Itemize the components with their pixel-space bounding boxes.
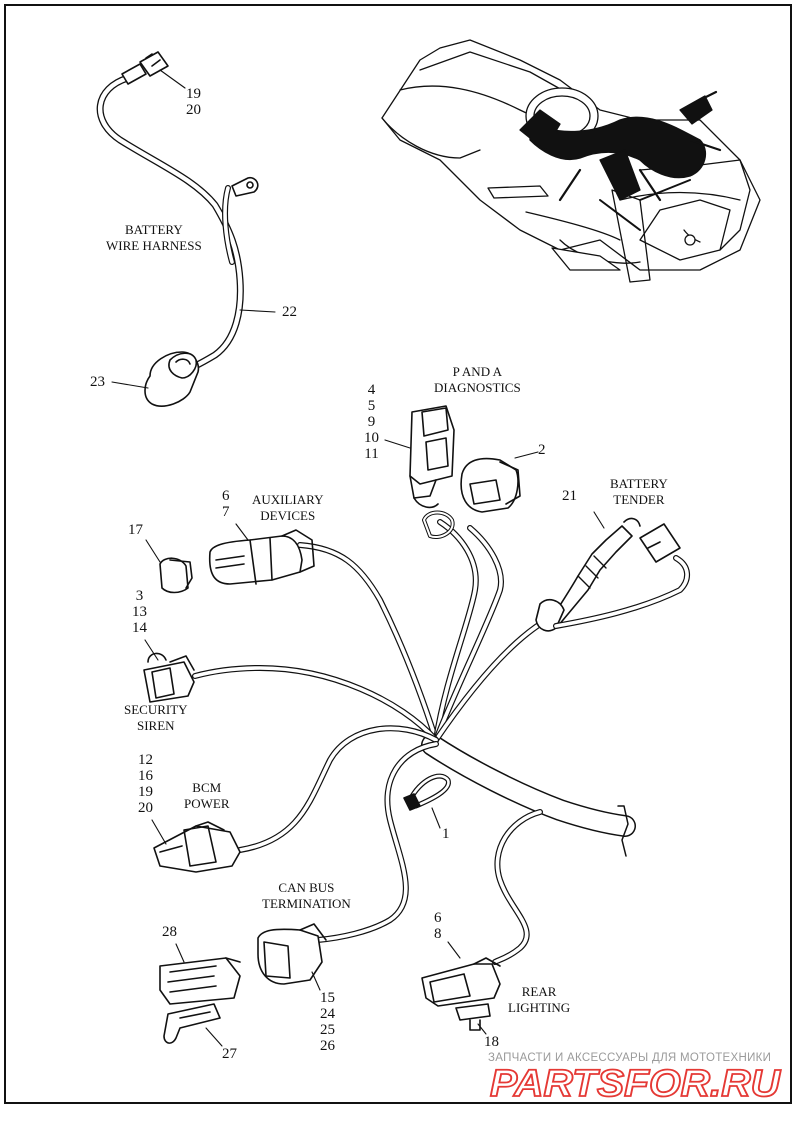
caption-p-and-a-diagnostics: P AND A DIAGNOSTICS bbox=[434, 364, 521, 395]
connector-housing bbox=[159, 943, 241, 1005]
callout-12-16-19-20: 12 16 19 20 bbox=[138, 752, 153, 816]
p-and-a-connector bbox=[384, 405, 455, 509]
cable-strap bbox=[403, 773, 451, 811]
callout-18: 18 bbox=[484, 1034, 499, 1050]
callout-28: 28 bbox=[162, 924, 177, 940]
caption-security-siren: SECURITY SIREN bbox=[124, 702, 188, 733]
caption-can-bus-termination: CAN BUS TERMINATION bbox=[262, 880, 351, 911]
callout-3-13-14: 3 13 14 bbox=[132, 588, 147, 636]
rear-lighting-clip bbox=[455, 1003, 491, 1035]
watermark-brand-text: PARTSFOR.RU bbox=[490, 1063, 782, 1102]
battery-wire-harness bbox=[96, 51, 276, 407]
motorcycle-frame-thumbnail bbox=[381, 39, 761, 283]
caption-battery-wire-harness: BATTERY WIRE HARNESS bbox=[106, 222, 202, 253]
caption-rear-lighting: REAR LIGHTING bbox=[508, 984, 571, 1015]
callout-4-5-9-10-11: 4 5 9 10 11 bbox=[364, 382, 379, 462]
terminal-lock bbox=[163, 1003, 223, 1047]
watermark-brand: PARTSFOR.RU bbox=[489, 1062, 782, 1102]
connector-plug-cap bbox=[145, 539, 193, 594]
callout-15-24-25-26: 15 24 25 26 bbox=[320, 990, 335, 1054]
bcm-power-connector bbox=[151, 819, 241, 873]
callout-22: 22 bbox=[282, 304, 297, 320]
diagnostics-connector bbox=[460, 451, 539, 513]
caption-auxiliary-devices: AUXILIARY DEVICES bbox=[252, 492, 324, 523]
callout-1: 1 bbox=[442, 826, 450, 842]
main-wire-harness bbox=[192, 519, 636, 965]
watermark-tagline: ЗАПЧАСТИ И АКСЕССУАРЫ ДЛЯ МОТОТЕХНИКИ bbox=[488, 1052, 772, 1064]
auxiliary-connector bbox=[208, 523, 315, 585]
callout-2: 2 bbox=[538, 442, 546, 458]
battery-tender-pigtail bbox=[553, 523, 690, 629]
p-and-a-loop-strap bbox=[422, 510, 455, 539]
can-bus-connector bbox=[257, 923, 327, 991]
caption-bcm-power: BCM POWER bbox=[184, 780, 230, 811]
diagram-frame bbox=[4, 4, 792, 1104]
callout-23: 23 bbox=[90, 374, 105, 390]
callout-21: 21 bbox=[562, 488, 577, 504]
callout-19-20-battery: 19 20 bbox=[186, 86, 201, 118]
callout-6-8: 6 8 bbox=[434, 910, 442, 942]
callout-27: 27 bbox=[222, 1046, 237, 1062]
callout-6-7: 6 7 bbox=[222, 488, 230, 520]
callout-17: 17 bbox=[128, 522, 143, 538]
battery-terminal-boot bbox=[144, 351, 200, 407]
caption-battery-tender: BATTERY TENDER bbox=[610, 476, 668, 507]
rear-lighting-connector bbox=[421, 941, 501, 1007]
security-siren-connector bbox=[143, 639, 195, 703]
